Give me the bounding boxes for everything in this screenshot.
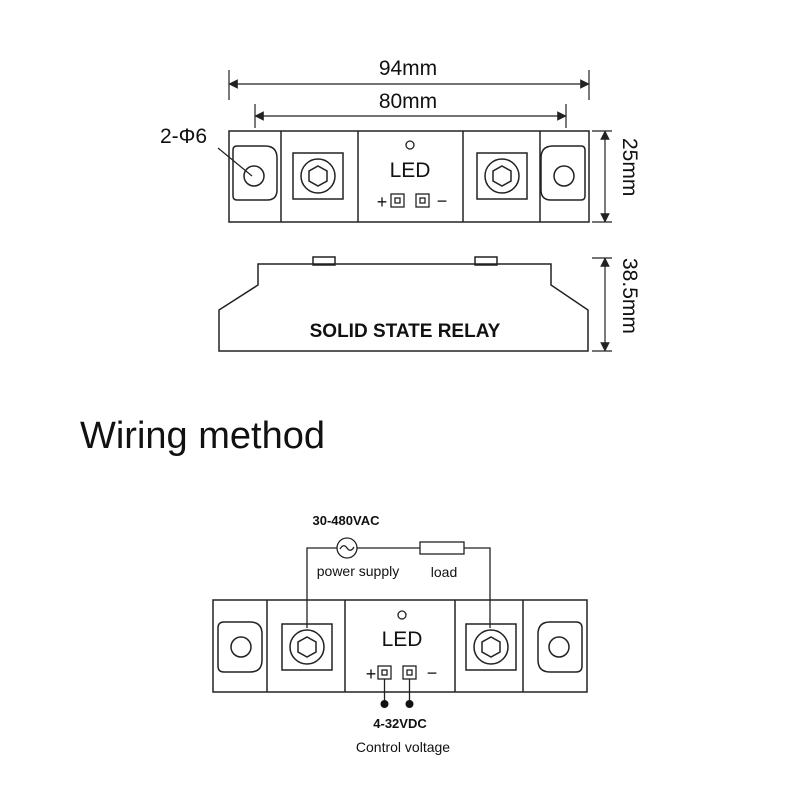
wiring-led-indicator bbox=[397, 610, 407, 620]
height-label: 38.5mm bbox=[618, 258, 641, 334]
load-label: load bbox=[431, 564, 457, 580]
control-wire-dot-plus bbox=[380, 700, 389, 708]
relay-wiring-view bbox=[212, 599, 588, 693]
power-supply-label: power supply bbox=[317, 563, 400, 579]
terminal-left bbox=[292, 152, 344, 200]
relay-side-view bbox=[218, 256, 589, 352]
wiring-terminal-left bbox=[281, 623, 333, 671]
hole-spacing-label: 80mm bbox=[379, 90, 437, 113]
led-label: LED bbox=[390, 159, 431, 182]
holes-label: 2-Φ6 bbox=[160, 125, 207, 148]
side-view-label: SOLID STATE RELAY bbox=[310, 321, 501, 342]
overall-length-label: 94mm bbox=[379, 57, 437, 80]
dc-voltage-label: 4-32VDC bbox=[373, 716, 427, 731]
control-voltage-label: Control voltage bbox=[356, 739, 450, 755]
wiring-led-label: LED bbox=[382, 628, 423, 651]
wiring-terminal-right bbox=[465, 623, 517, 671]
led-indicator bbox=[405, 140, 415, 150]
wiring-minus-sign: − bbox=[427, 663, 438, 683]
control-wire-dot-minus bbox=[405, 700, 414, 708]
dimension-lines bbox=[217, 70, 612, 352]
plus-sign: + bbox=[377, 192, 388, 212]
width-label: 25mm bbox=[618, 138, 641, 196]
terminal-right bbox=[476, 152, 528, 200]
load-symbol bbox=[419, 541, 465, 555]
mounting-hole-left bbox=[243, 165, 265, 187]
mounting-hole-right bbox=[553, 165, 575, 187]
control-terminals bbox=[390, 193, 430, 208]
ac-voltage-label: 30-480VAC bbox=[313, 513, 381, 528]
wiring-title: Wiring method bbox=[80, 415, 325, 457]
wiring-control-terminals bbox=[377, 665, 417, 702]
ac-source-symbol bbox=[336, 537, 358, 559]
wiring-plus-sign: + bbox=[366, 664, 377, 684]
minus-sign: − bbox=[437, 191, 448, 211]
wiring-circuit bbox=[306, 547, 491, 628]
relay-top-view bbox=[228, 130, 590, 223]
